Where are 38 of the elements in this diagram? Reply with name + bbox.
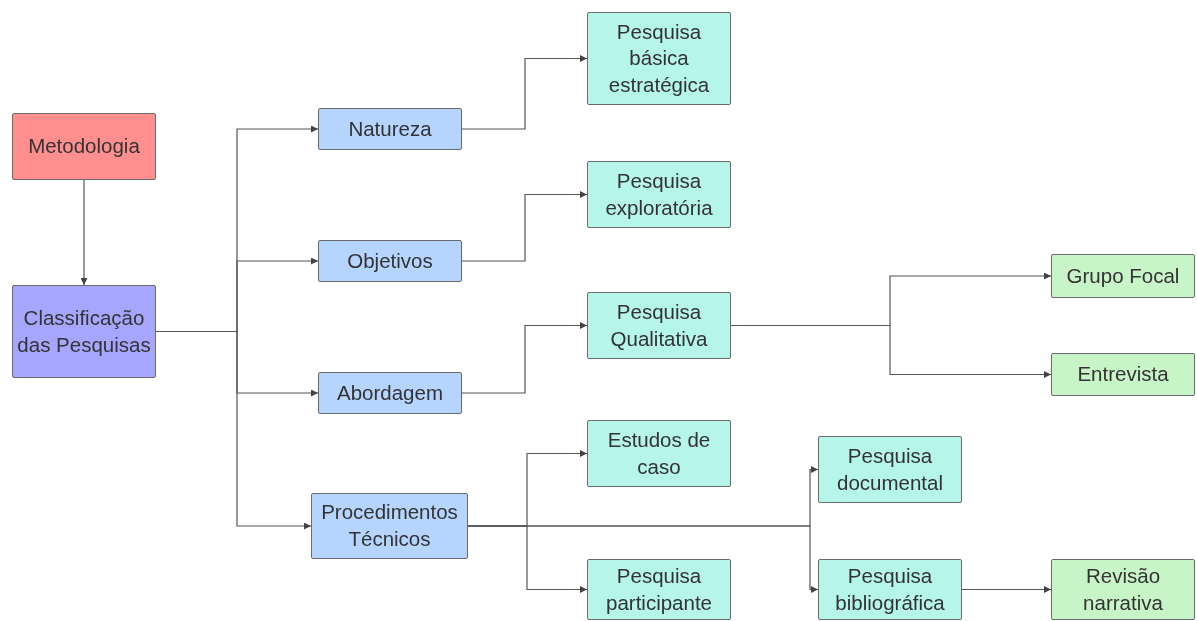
process-box <box>311 493 468 559</box>
node-label: Abordagem <box>336 379 444 406</box>
process-box <box>587 161 731 228</box>
node-label: Natureza <box>347 115 433 142</box>
node-label: Objetivos <box>346 247 434 274</box>
node-label: Classificação das Pesquisas <box>16 304 152 358</box>
arrow <box>461 191 588 262</box>
node-label: Pesquisa Qualitativa <box>609 298 709 352</box>
process-box <box>818 436 962 503</box>
process-box <box>12 285 156 378</box>
node-label: Pesquisa bibliográfica <box>834 562 946 616</box>
process-box <box>587 292 731 359</box>
node-label: Revisão narrativa <box>1082 562 1164 616</box>
node-label: Pesquisa documental <box>836 442 944 496</box>
node-label: Grupo Focal <box>1065 262 1181 289</box>
arrow <box>961 586 1052 593</box>
arrow <box>467 525 819 593</box>
process-box <box>318 108 462 150</box>
node-label: Entrevista <box>1076 361 1170 388</box>
arrow <box>461 322 588 394</box>
process-box <box>1051 559 1195 620</box>
process-box <box>318 372 462 414</box>
process-box <box>587 12 731 105</box>
process-box <box>318 240 462 282</box>
arrow <box>80 179 88 286</box>
node-label: Pesquisa participante <box>605 562 713 616</box>
process-box <box>12 113 156 180</box>
process-box <box>587 559 731 620</box>
process-box <box>1051 254 1195 298</box>
process-box <box>587 420 731 487</box>
node-label: Pesquisa exploratória <box>604 167 714 221</box>
node-label: Metodologia <box>27 133 141 160</box>
node-label: Procedimentos Técnicos <box>320 499 459 552</box>
process-box <box>818 559 962 620</box>
arrow <box>461 55 588 130</box>
process-box <box>1051 353 1195 396</box>
node-label: Estudos de caso <box>606 426 712 480</box>
node-label: Pesquisa básica estratégica <box>607 18 711 98</box>
